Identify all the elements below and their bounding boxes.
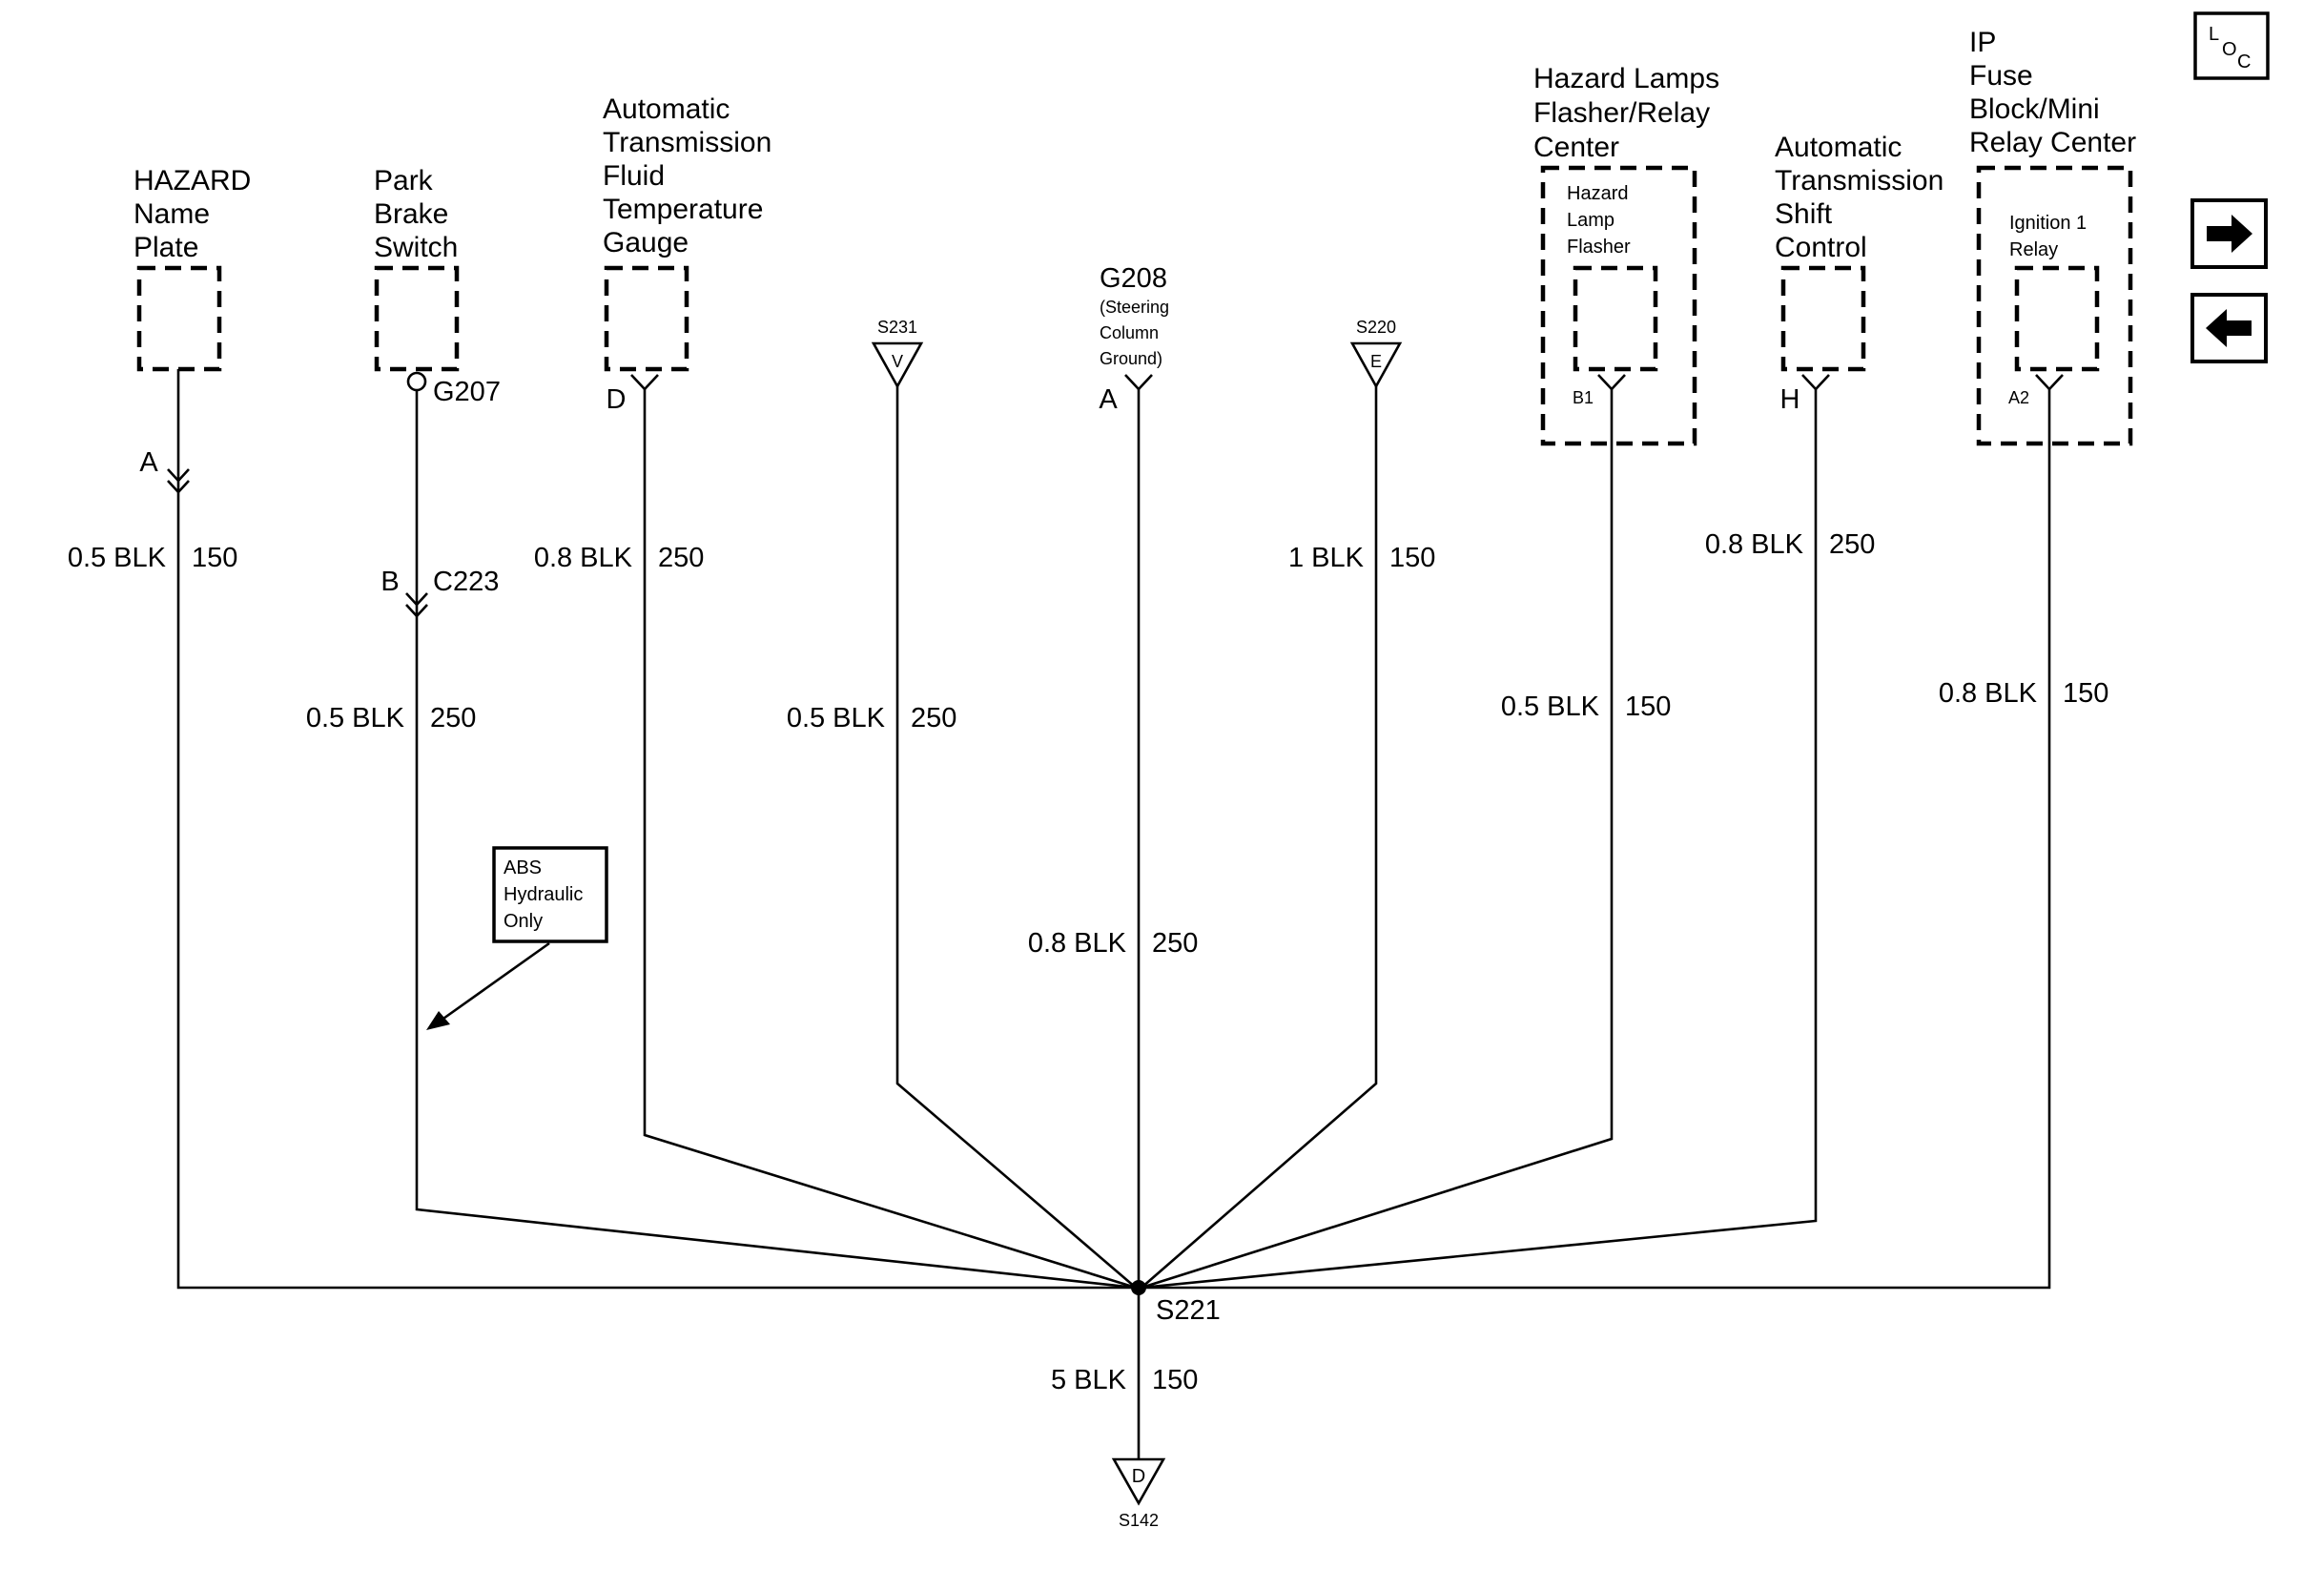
arrow-right-icon bbox=[2207, 215, 2252, 253]
hazard-lamp-flasher-label: Hazard Lamp Flasher bbox=[1567, 183, 1634, 258]
g207-label: G207 bbox=[433, 377, 501, 407]
wire-s231 bbox=[895, 386, 1137, 1289]
atf-temp-gauge-box bbox=[604, 265, 689, 372]
c223-pin: B bbox=[380, 567, 399, 597]
location-letter-l: L bbox=[2209, 24, 2219, 45]
ip-fuse-block-label: IP Fuse Block/Mini Relay Center bbox=[1969, 27, 2136, 158]
s231-label: S231 bbox=[877, 318, 917, 337]
wire-shift-control-circuit-label: 250 bbox=[1829, 529, 1875, 560]
wire-s220-gauge-label: 1 BLK bbox=[1288, 543, 1365, 573]
s220-pin: E bbox=[1370, 352, 1382, 371]
wire-hazard-gauge-label: 0.5 BLK bbox=[68, 543, 167, 573]
wire-hazard bbox=[176, 369, 1136, 1290]
atf-temp-gauge-label: Automatic Transmission Fluid Temperature… bbox=[603, 93, 780, 258]
next-page-button[interactable] bbox=[2190, 198, 2268, 269]
hazard-name-plate-box bbox=[136, 265, 222, 372]
s142-label: S142 bbox=[1119, 1511, 1159, 1530]
wire-ignition-relay bbox=[1141, 389, 2051, 1290]
location-button[interactable]: L O C bbox=[2193, 11, 2270, 80]
wire-shift-control bbox=[1141, 389, 1818, 1290]
g207-ground-eyelet bbox=[406, 371, 427, 392]
wire-s220-circuit-label: 150 bbox=[1389, 543, 1435, 573]
g208-terminal bbox=[1124, 374, 1153, 391]
hazard-flasher-terminal bbox=[1597, 374, 1626, 391]
previous-page-button[interactable] bbox=[2190, 293, 2268, 363]
hazard-flasher-relay-center-label: Hazard Lamps Flasher/Relay Center bbox=[1533, 63, 1727, 163]
atf-gauge-terminal bbox=[630, 374, 659, 391]
wire-hazard-flasher-gauge-label: 0.5 BLK bbox=[1501, 692, 1600, 722]
s221-splice-dot bbox=[1131, 1280, 1146, 1295]
shift-control-terminal bbox=[1801, 374, 1830, 391]
ignition-relay-pin: A2 bbox=[2008, 388, 2029, 407]
wire-s231-circuit-label: 250 bbox=[911, 703, 956, 733]
wire-park-brake bbox=[415, 390, 1137, 1290]
s221-label: S221 bbox=[1156, 1295, 1221, 1326]
s220-label: S220 bbox=[1356, 318, 1396, 337]
ignition-relay-box bbox=[2014, 265, 2100, 372]
wire-park-brake-circuit-label: 250 bbox=[430, 703, 476, 733]
hazard-name-plate-label: HAZARD Name Plate bbox=[134, 165, 259, 263]
hazard-flasher-pin: B1 bbox=[1573, 388, 1594, 407]
abs-note-leader bbox=[440, 941, 550, 1022]
wire-ignition-relay-circuit-label: 150 bbox=[2063, 678, 2108, 709]
location-letter-o: O bbox=[2222, 39, 2237, 60]
wire-atf-gauge-circuit-label: 250 bbox=[658, 543, 704, 573]
wire-g208-gauge-label: 0.8 BLK bbox=[1028, 928, 1127, 959]
hazard-lamp-flasher-box bbox=[1573, 265, 1658, 372]
s220-triangle bbox=[1349, 341, 1403, 389]
park-brake-switch-label: Park Brake Switch bbox=[374, 165, 458, 263]
ignition-relay-label: Ignition 1 Relay bbox=[2009, 213, 2092, 260]
wire-hazard-flasher bbox=[1141, 389, 1614, 1290]
abs-note-box bbox=[492, 846, 608, 943]
shift-control-label: Automatic Transmission Shift Control bbox=[1775, 132, 1952, 263]
wire-hazard-flasher-circuit-label: 150 bbox=[1625, 692, 1671, 722]
s231-triangle bbox=[871, 341, 924, 389]
wire-s220 bbox=[1141, 386, 1378, 1289]
wire-atf-gauge-gauge-label: 0.8 BLK bbox=[534, 543, 633, 573]
wire-s142-circuit-label: 150 bbox=[1152, 1365, 1198, 1395]
wire-ignition-relay-gauge-label: 0.8 BLK bbox=[1939, 678, 2038, 709]
park-brake-switch-box bbox=[374, 265, 460, 372]
ip-fuse-block-box bbox=[1976, 165, 2133, 446]
wire-g208-circuit-label: 250 bbox=[1152, 928, 1198, 959]
atf-gauge-pin: D bbox=[607, 384, 627, 415]
s231-pin: V bbox=[892, 352, 903, 371]
ignition-relay-terminal bbox=[2035, 374, 2064, 391]
wire-s142-gauge-label: 5 BLK bbox=[1051, 1365, 1127, 1395]
arrow-left-icon bbox=[2206, 309, 2252, 347]
s142-pin: D bbox=[1132, 1466, 1145, 1487]
g208-description: (Steering Column Ground) bbox=[1100, 298, 1174, 368]
g208-pin: A bbox=[1099, 384, 1118, 415]
shift-control-box bbox=[1780, 265, 1866, 372]
location-letter-c: C bbox=[2237, 52, 2251, 72]
wire-park-brake-gauge-label: 0.5 BLK bbox=[306, 703, 405, 733]
hazard-pin: A bbox=[139, 447, 158, 478]
wire-atf-gauge bbox=[643, 389, 1137, 1290]
wire-hazard-circuit-label: 150 bbox=[192, 543, 237, 573]
wire-s231-gauge-label: 0.5 BLK bbox=[787, 703, 886, 733]
g208-label: G208 bbox=[1100, 263, 1167, 294]
shift-control-pin: H bbox=[1780, 384, 1800, 415]
hazard-flasher-relay-center-box bbox=[1540, 165, 1697, 446]
abs-note-text: ABS Hydraulic Only bbox=[504, 857, 588, 932]
abs-note-arrowhead bbox=[426, 1011, 450, 1030]
c223-label: C223 bbox=[433, 567, 499, 597]
wire-shift-control-gauge-label: 0.8 BLK bbox=[1705, 529, 1804, 560]
